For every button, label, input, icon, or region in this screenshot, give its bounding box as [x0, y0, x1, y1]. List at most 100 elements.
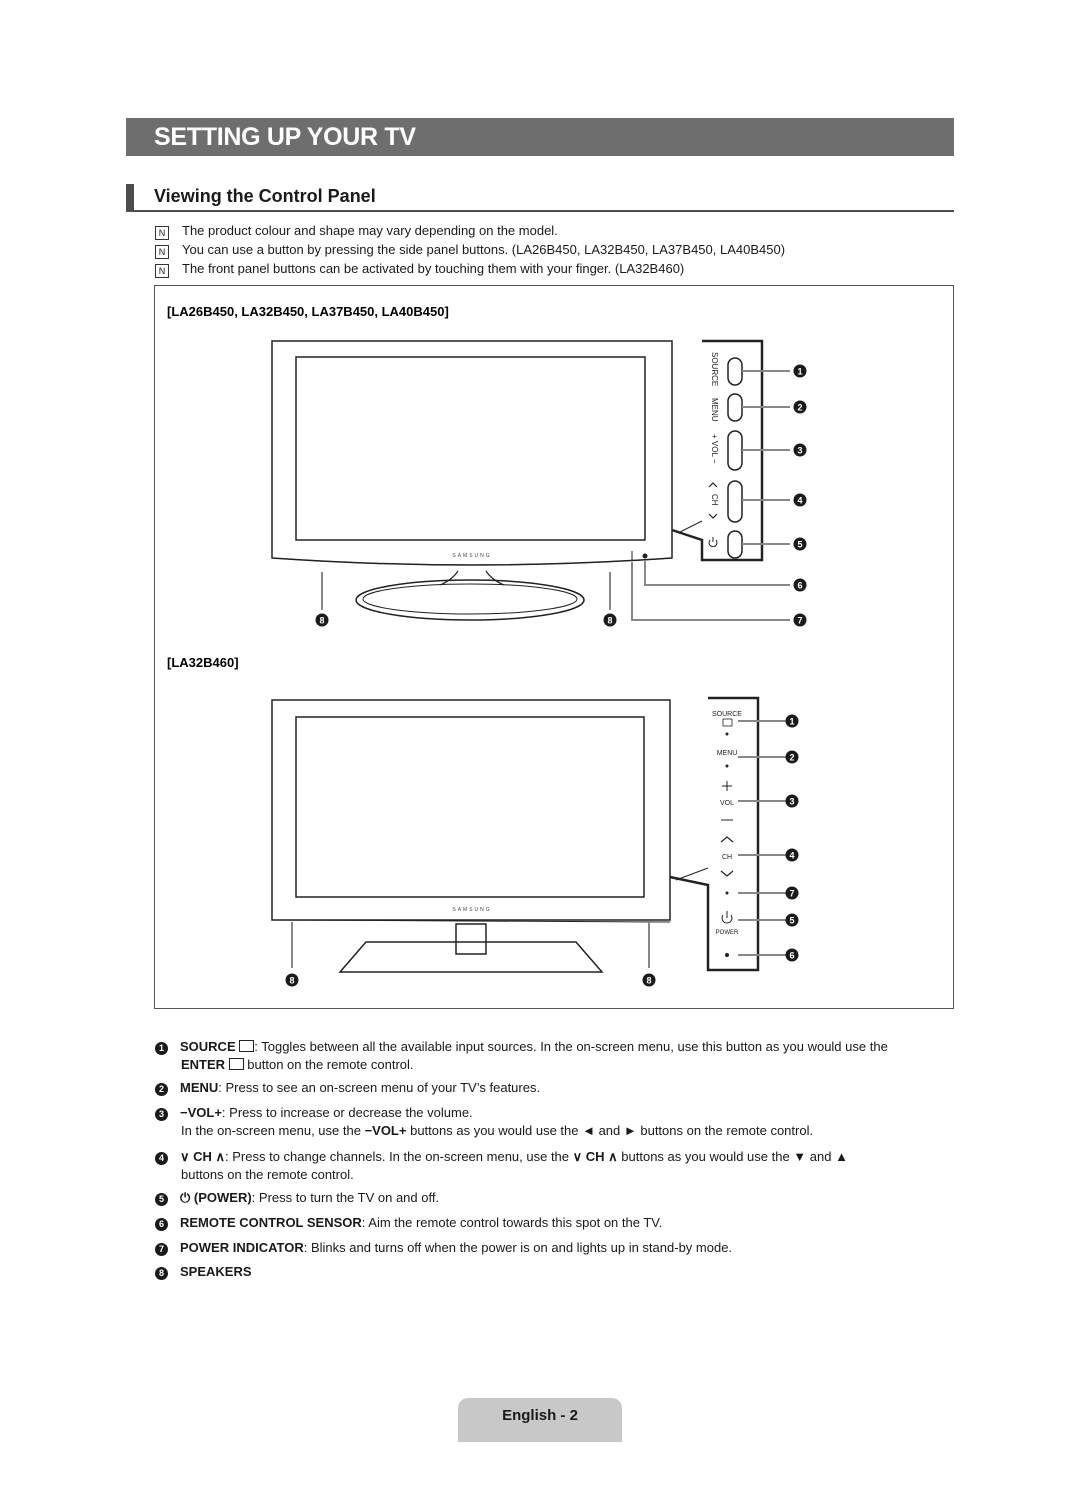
side-vol-button[interactable] — [727, 430, 743, 471]
footer-tab — [458, 1398, 622, 1442]
front-label-menu[interactable]: MENU — [717, 750, 738, 757]
callout-number: 6 — [797, 581, 802, 591]
note-icon: N — [155, 264, 169, 278]
description-item: 5⏻ (POWER): Press to turn the TV on and … — [155, 1189, 955, 1207]
callout-number: 6 — [789, 951, 794, 961]
item-text: buttons on the remote control. — [181, 1167, 354, 1182]
callout-number: 5 — [789, 916, 794, 926]
side-power-icon — [708, 537, 718, 548]
item-label: MENU — [180, 1080, 219, 1095]
item-number: 1 — [155, 1042, 168, 1055]
side-menu-button[interactable] — [727, 393, 743, 422]
description-item: 7 POWER INDICATOR: Blinks and turns off w… — [155, 1239, 955, 1257]
ch-down-icon — [720, 870, 734, 877]
note-text: The product colour and shape may vary de… — [182, 223, 558, 238]
description-item: 4 ∨ CH ∧: Press to change channels. In th… — [155, 1148, 955, 1184]
description-item: 6 REMOTE CONTROL SENSOR: Aim the remote c… — [155, 1214, 955, 1232]
item-number: 2 — [155, 1083, 168, 1096]
description-item: 3−VOL+: Press to increase or decrease th… — [155, 1104, 955, 1140]
item-label: −VOL+ — [180, 1105, 222, 1120]
item-number: 4 — [155, 1152, 168, 1165]
tv-illustration-1 — [271, 340, 673, 621]
side-label-source: SOURCE — [710, 352, 719, 386]
front-panel-2 — [669, 696, 760, 972]
item-text: : Blinks and turns off when the power is… — [303, 1240, 733, 1255]
side-source-button[interactable] — [727, 357, 743, 386]
vol-plus-icon — [722, 781, 732, 791]
callout-number: 5 — [797, 540, 802, 550]
tv-illustration-2 — [271, 699, 671, 973]
remote-sensor-dot — [725, 953, 729, 957]
model-group-1-label: [LA26B450, LA32B450, LA37B450, LA40B450] — [167, 304, 449, 319]
section-title: Viewing the Control Panel — [154, 186, 376, 206]
item-label: POWER INDICATOR — [180, 1240, 304, 1255]
callout-markers: 1 2 3 4 5 6 7 8 8 1 2 3 4 7 5 6 8 8 — [285, 364, 807, 987]
note-item: N The front panel buttons can be activate… — [155, 260, 684, 278]
front-label-source[interactable]: SOURCE — [712, 711, 742, 718]
diagram-frame — [154, 285, 954, 1009]
note-item: N You can use a button by pressing the si… — [155, 241, 785, 259]
callout-number: 7 — [797, 616, 802, 626]
item-label: ∨ CH ∧ — [572, 1149, 618, 1164]
item-text: button on the remote control. — [243, 1057, 414, 1072]
item-label: SOURCE — [180, 1039, 236, 1054]
callout-lines-2 — [291, 720, 786, 968]
item-text: : Press to see an on-screen menu of your… — [218, 1080, 541, 1095]
front-label-vol[interactable]: VOL — [720, 800, 734, 807]
callout-number: 2 — [797, 403, 802, 413]
callout-number: 1 — [797, 367, 802, 377]
side-ch-button[interactable] — [727, 480, 743, 523]
source-input-icon — [239, 1040, 255, 1052]
item-label: ENTER — [181, 1057, 226, 1072]
callout-number: 7 — [789, 889, 794, 899]
page-title: SETTING UP YOUR TV — [154, 123, 416, 151]
side-label-vol: + VOL − — [710, 434, 719, 464]
callout-number: 8 — [319, 616, 324, 626]
item-text: buttons as you would use the ▼ and ▲ — [617, 1149, 848, 1164]
description-item: 2 MENU: Press to see an on-screen menu of… — [155, 1079, 955, 1097]
callout-number: 8 — [289, 976, 294, 986]
item-number: 6 — [155, 1218, 168, 1231]
note-icon: N — [155, 245, 169, 259]
item-label: REMOTE CONTROL SENSOR — [180, 1215, 362, 1230]
callout-lines-1 — [321, 370, 790, 621]
model-group-2-label: [LA32B460] — [167, 655, 239, 670]
note-text: The front panel buttons can be activated… — [182, 261, 685, 276]
callout-number: 4 — [789, 851, 794, 861]
side-label-ch: CH — [710, 494, 719, 506]
side-power-button[interactable] — [727, 530, 743, 559]
power-indicator-dot — [725, 891, 729, 895]
item-number: 7 — [155, 1243, 168, 1256]
front-label-ch[interactable]: CH — [722, 854, 732, 861]
enter-icon — [228, 1058, 244, 1070]
item-text: : Aim the remote control towards this sp… — [361, 1215, 663, 1230]
item-number: 5 — [155, 1193, 168, 1206]
page-number: English - 2 — [502, 1407, 578, 1424]
source-dot — [725, 732, 729, 736]
source-input-icon — [722, 718, 733, 727]
front-power-icon[interactable] — [721, 911, 733, 924]
callout-number: 8 — [646, 976, 651, 986]
sensor-dot — [642, 553, 648, 559]
item-label: SPEAKERS — [180, 1264, 252, 1279]
item-text: buttons as you would use the ◄ and ► but… — [406, 1123, 814, 1138]
item-text: In the on-screen menu, use the — [181, 1123, 365, 1138]
front-label-power: POWER — [716, 930, 739, 936]
callout-number: 4 — [797, 496, 802, 506]
item-text: : Press to change channels. In the on-sc… — [225, 1149, 573, 1164]
section-marker — [126, 184, 134, 210]
item-text: : Press to increase or decrease the volu… — [221, 1105, 473, 1120]
brand-logo: SAMSUNG — [452, 553, 491, 559]
brand-logo: SAMSUNG — [452, 907, 491, 913]
title-bar — [126, 118, 954, 156]
ch-up-icon — [720, 836, 734, 843]
item-number: 8 — [155, 1267, 168, 1280]
note-text: You can use a button by pressing the sid… — [182, 242, 786, 257]
side-label-menu: MENU — [710, 398, 719, 422]
item-label: ∨ CH ∧ — [180, 1149, 226, 1164]
item-label: ⏻ (POWER) — [180, 1190, 252, 1205]
description-item: 8 SPEAKERS — [155, 1263, 955, 1281]
